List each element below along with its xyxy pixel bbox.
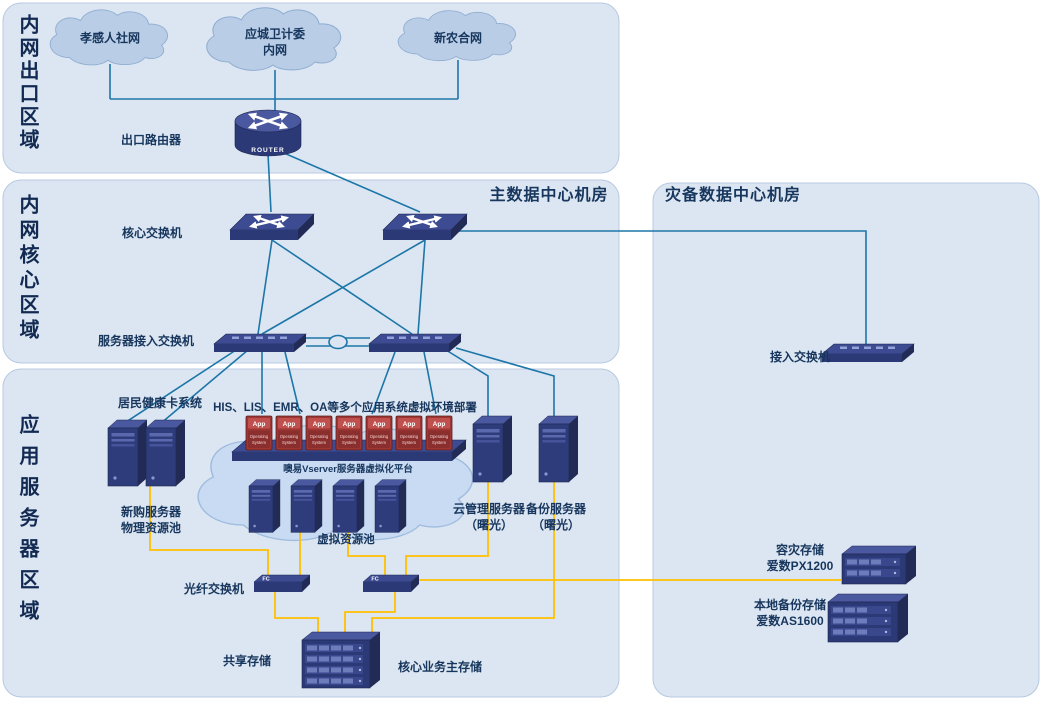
access-switch-1-icon — [213, 333, 307, 353]
local-backup-storage-as1600-icon — [827, 593, 909, 643]
app-stack-1-icon — [245, 415, 273, 451]
local-backup-line1: 本地备份存储 — [753, 598, 827, 612]
cloud-mgmt-label: 云管理服务器 （曙光） — [453, 501, 525, 533]
backup-server-line1: 备份服务器 — [525, 502, 587, 516]
fc-switch-label: 光纤交换机 — [183, 582, 245, 596]
core-storage-label: 核心业务主存储 — [397, 660, 483, 674]
yingcheng-cloud-line1: 应城卫计委 — [244, 27, 306, 41]
san-fc2-to-storage — [344, 590, 396, 640]
local-backup-storage-label: 本地备份存储 爱数AS1600 — [754, 597, 826, 629]
new-server-label: 新购服务器 物理资源池 — [121, 504, 181, 536]
exit-router-icon: ROUTER — [234, 109, 302, 157]
xiaogan-cloud-label: 孝感人社网 — [79, 31, 141, 45]
core-zone-title: 内网核心区域 — [16, 194, 38, 344]
cloud-mgmt-line1: 云管理服务器 — [452, 502, 526, 516]
fc-switch-1-icon — [253, 574, 311, 593]
health-card-server-1-icon — [107, 419, 148, 487]
region-core-zone — [2, 179, 620, 364]
san-pool-to-fc2 — [347, 530, 386, 580]
fc-switch-2-icon — [362, 574, 420, 593]
shared-storage-label: 共享存储 — [222, 654, 272, 668]
dr-storage-label: 容灾存储 爱数PX1200 — [767, 542, 834, 574]
app-stack-5-icon — [365, 415, 393, 451]
app-stack-2-icon — [275, 415, 303, 451]
app-stack-6-icon — [395, 415, 423, 451]
dr-storage-px1200-icon — [841, 545, 917, 585]
pool-server-2-icon — [290, 479, 323, 533]
virt-pool-label: 虚拟资源池 — [317, 534, 375, 546]
dr-storage-line1: 容灾存储 — [775, 543, 824, 557]
router-to-core-links — [267, 149, 421, 213]
core-to-dr-link — [456, 230, 867, 344]
app-stack-3-icon — [305, 415, 333, 451]
cloud-mgmt-server-icon — [472, 415, 513, 483]
health-card-server-2-icon — [145, 419, 186, 487]
exit-zone-title: 内网出口区域 — [16, 14, 38, 152]
link-aggregation-icon — [328, 334, 348, 350]
cloud-mgmt-line2: （曙光） — [464, 518, 514, 532]
local-backup-line2: 爱数AS1600 — [756, 614, 824, 628]
app-stack-7-icon — [425, 415, 453, 451]
pool-server-4-icon — [374, 479, 407, 533]
core-to-access-mesh — [257, 239, 426, 335]
dr-access-switch-icon — [821, 343, 915, 363]
backup-server-line2: （曙光） — [531, 518, 581, 532]
dr-room-title: 灾备数据中心机房 — [665, 187, 802, 204]
xinnonghe-cloud-label: 新农合网 — [433, 31, 483, 45]
san-cloudmgmt-to-fc2 — [405, 482, 489, 580]
virt-platform-label: 噢易Vserver服务器虚拟化平台 — [283, 464, 413, 475]
region-dr-room — [652, 182, 1040, 698]
dr-access-switch-label: 接入交换机 — [769, 350, 831, 364]
yellow-san-links — [149, 482, 841, 640]
yingcheng-cloud-label: 应城卫计委 内网 — [245, 26, 305, 58]
new-server-line2: 物理资源池 — [120, 521, 182, 535]
san-fc1-to-storage — [274, 590, 319, 640]
router-icon-text: ROUTER — [251, 147, 284, 154]
core-switch-1-icon — [230, 214, 314, 240]
yingcheng-cloud-line2: 内网 — [262, 43, 288, 57]
pool-server-3-icon — [332, 479, 365, 533]
router-label: 出口路由器 — [120, 133, 182, 147]
health-card-label: 居民健康卡系统 — [117, 396, 203, 410]
backup-server-icon — [538, 415, 579, 483]
backup-server-label: 备份服务器 （曙光） — [526, 501, 586, 533]
access-switch-2-icon — [368, 333, 462, 353]
pool-server-1-icon — [248, 479, 281, 533]
access-switch-label: 服务器接入交换机 — [97, 334, 195, 348]
core-switch-label: 核心交换机 — [121, 226, 183, 240]
virt-title: HIS、LIS、EMR、OA等多个应用系统虚拟环境部署 — [213, 402, 477, 414]
core-switch-2-icon — [383, 214, 467, 240]
main-room-title: 主数据中心机房 — [489, 187, 609, 204]
blue-links — [109, 60, 867, 425]
new-server-line1: 新购服务器 — [120, 505, 182, 519]
app-stack-4-icon — [335, 415, 363, 451]
access-to-server-links — [122, 347, 555, 425]
san-backup-to-storage — [371, 482, 555, 640]
dr-storage-line2: 爱数PX1200 — [766, 559, 834, 573]
cloud-to-router-links — [109, 60, 459, 112]
app-zone-title: 应用服务器区域 — [16, 414, 38, 631]
san-newserver-to-fc1 — [149, 486, 269, 580]
core-storage-icon — [301, 631, 381, 689]
